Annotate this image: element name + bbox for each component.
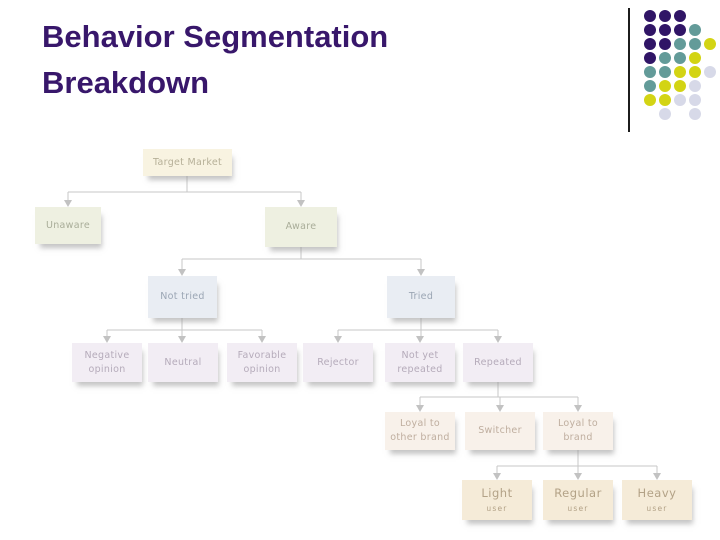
dot	[659, 108, 671, 120]
dot	[644, 10, 656, 22]
node-repeated: Repeated	[463, 343, 533, 382]
node-label: Favorable opinion	[237, 349, 287, 375]
node-switcher: Switcher	[465, 412, 535, 450]
node-label: Loyal to brand	[558, 418, 598, 443]
node-label-main: Heavy	[637, 486, 677, 501]
node-label: Regular user	[554, 485, 602, 515]
dot	[659, 94, 671, 106]
node-rejector: Rejector	[303, 343, 373, 382]
node-neutral: Neutral	[148, 343, 218, 382]
node-label: Repeated	[474, 356, 522, 368]
dot	[704, 38, 716, 50]
node-favorable-opinion: Favorable opinion	[227, 343, 297, 382]
dot	[674, 10, 686, 22]
connector-level2	[181, 247, 422, 270]
page-title: Behavior Segmentation Breakdown	[42, 14, 512, 106]
node-label: Not tried	[160, 291, 205, 303]
dot	[674, 80, 686, 92]
node-label: Switcher	[478, 425, 522, 437]
dot	[644, 38, 656, 50]
dot	[659, 66, 671, 78]
node-label: Neutral	[164, 356, 202, 368]
node-label: Tried	[408, 291, 434, 303]
dot	[644, 24, 656, 36]
dot	[674, 52, 686, 64]
dot	[689, 66, 701, 78]
connector-level5	[496, 450, 658, 473]
node-aware: Aware	[265, 207, 337, 247]
node-not-yet-repeated: Not yet repeated	[385, 343, 455, 382]
dot-pattern	[644, 10, 720, 128]
node-label: Negative opinion	[84, 349, 130, 375]
node-label: Unaware	[45, 219, 91, 231]
dot	[674, 94, 686, 106]
dot	[659, 80, 671, 92]
node-label: Loyal to other brand	[390, 418, 450, 443]
node-label-main: Light	[481, 486, 513, 501]
node-not-tried: Not tried	[148, 276, 217, 318]
node-target-market: Target Market	[143, 149, 232, 176]
dot	[644, 66, 656, 78]
node-label-sub: user	[646, 503, 668, 513]
node-label: Rejector	[317, 356, 359, 368]
dot	[659, 24, 671, 36]
node-label-sub: user	[486, 503, 508, 513]
dot	[704, 66, 716, 78]
connector-level3-right	[337, 318, 499, 337]
node-light-user: Light user	[462, 480, 532, 520]
accent-divider-line	[628, 8, 630, 132]
dot	[689, 52, 701, 64]
node-label: Aware	[285, 221, 317, 233]
connector-level3-left	[106, 318, 263, 337]
dot	[689, 38, 701, 50]
node-label: Target Market	[153, 156, 222, 168]
dot	[644, 80, 656, 92]
dot	[644, 94, 656, 106]
node-heavy-user: Heavy user	[622, 480, 692, 520]
dot	[659, 38, 671, 50]
dot	[689, 108, 701, 120]
node-tried: Tried	[387, 276, 455, 318]
node-negative-opinion: Negative opinion	[72, 343, 142, 382]
node-unaware: Unaware	[35, 207, 101, 244]
page-title-line2: Breakdown	[42, 65, 210, 100]
dot	[689, 24, 701, 36]
dot	[644, 52, 656, 64]
dot	[689, 94, 701, 106]
dot	[659, 10, 671, 22]
dot	[674, 66, 686, 78]
connector-level4	[419, 382, 579, 406]
node-label-main: Regular	[554, 486, 602, 501]
node-label: Light user	[481, 485, 512, 515]
node-regular-user: Regular user	[543, 480, 613, 520]
dot	[659, 52, 671, 64]
dot	[689, 80, 701, 92]
node-label: Not yet repeated	[397, 349, 443, 375]
dot	[674, 24, 686, 36]
node-label-sub: user	[567, 503, 589, 513]
page-title-line1: Behavior Segmentation	[42, 19, 389, 54]
node-label: Heavy user	[638, 485, 677, 515]
connector-level1	[67, 176, 302, 201]
dot	[674, 38, 686, 50]
node-loyal-to-brand: Loyal to brand	[543, 412, 613, 450]
node-loyal-to-other-brand: Loyal to other brand	[385, 412, 455, 450]
